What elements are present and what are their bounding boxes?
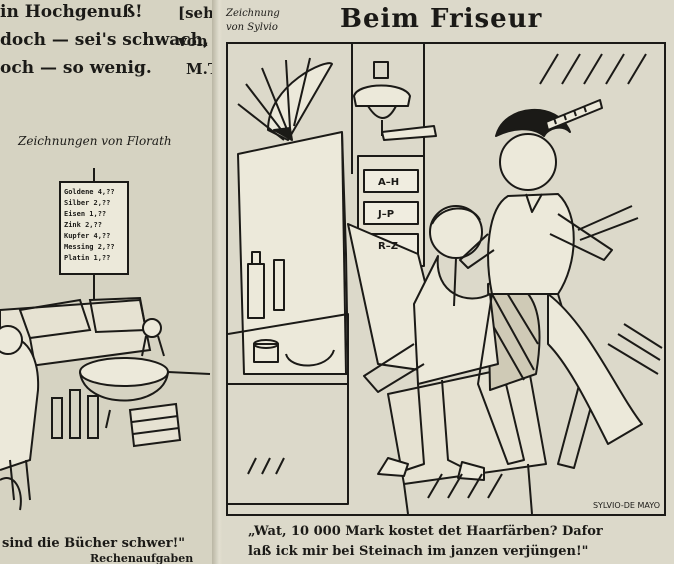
illustration-credit-left: Zeichnungen von Florath xyxy=(18,134,172,148)
left-page: in Hochgenuß! doch — sei's schwach, och … xyxy=(0,0,214,564)
price-board-line: Messing 2,?? xyxy=(64,243,115,251)
artist-signature: SYLVIO-DE MAYO xyxy=(592,501,660,510)
book-gutter xyxy=(212,0,224,564)
caption-line-2: laß ick mir bei Steinach im janzen verjü… xyxy=(248,544,589,559)
poem-line-2: doch — sei's schwach, xyxy=(0,30,209,50)
poem-line-1: in Hochgenuß! xyxy=(0,2,143,22)
price-board-line: Goldene 4,?? xyxy=(64,188,115,196)
credit-line-2: von Sylvio xyxy=(226,22,278,33)
drawer-label-2: J–P xyxy=(377,209,394,220)
price-board-line: Eisen 1,?? xyxy=(64,210,106,218)
cartoon-illustration: A–H J–P R–Z xyxy=(228,44,663,514)
drawer-label-3: R–Z xyxy=(378,241,398,252)
cartoon-title: Beim Friseur xyxy=(340,4,543,34)
cartoon-frame: A–H J–P R–Z SYLVIO-DE MAYO xyxy=(226,42,666,516)
right-page: Zeichnung von Sylvio Beim Friseur xyxy=(222,0,674,564)
price-board-line: Kupfer 4,?? xyxy=(64,232,110,240)
poem-fragment-1: [sehr xyxy=(178,4,214,22)
price-board-line: Platin 1,?? xyxy=(64,254,110,262)
price-board-line: Silber 2,?? xyxy=(64,199,110,207)
caption-line-1: „Wat, 10 000 Mark kostet det Haarfärben?… xyxy=(248,524,603,539)
poem-fragment-2: von xyxy=(178,32,208,50)
left-illustration: Goldene 4,?? Silber 2,?? Eisen 1,?? Zink 2,… xyxy=(0,168,211,511)
drawer-label-1: A–H xyxy=(378,177,399,188)
poem-line-3: och — so wenig. xyxy=(0,58,152,78)
bottom-line-2: Rechenaufgaben xyxy=(90,552,194,564)
price-board-line: Zink 2,?? xyxy=(64,221,102,229)
credit-line-1: Zeichnung xyxy=(226,8,280,19)
poem-fragment-3: M.T xyxy=(186,60,214,78)
bottom-line-1: sind die Bücher schwer!" xyxy=(2,536,186,551)
